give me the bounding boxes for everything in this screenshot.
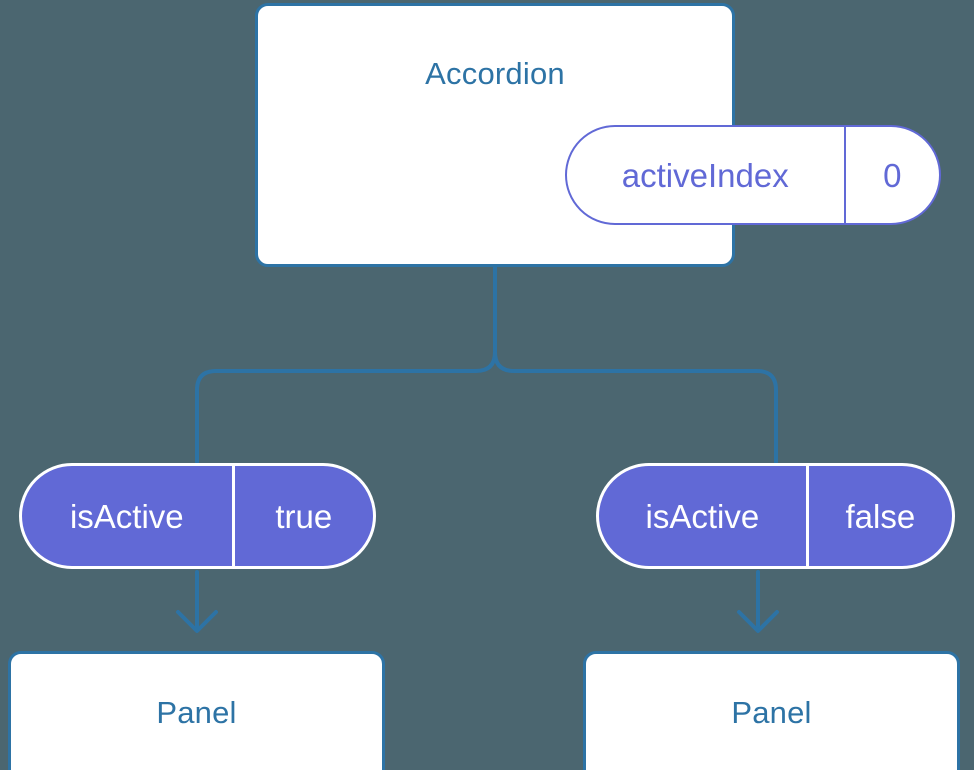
accordion-component-title: Accordion (425, 56, 565, 91)
state-pill-is-active-right-value: false (805, 466, 952, 566)
connector-branch-right (493, 350, 778, 464)
state-pill-active-index[interactable]: activeIndex 0 (565, 125, 941, 225)
accordion-component-card[interactable]: Accordion activeIndex 0 (255, 3, 941, 267)
state-pill-is-active-right[interactable]: isActive false (596, 463, 955, 569)
state-pill-is-active-left-key: isActive (69, 497, 184, 535)
panel-component-card-left[interactable]: Panel (8, 651, 385, 770)
panel-component-title-left: Panel (156, 695, 237, 730)
state-pill-active-index-value: 0 (843, 127, 939, 223)
panel-component-card-right[interactable]: Panel (583, 651, 960, 770)
panel-component-title-right: Panel (731, 695, 812, 730)
state-pill-is-active-right-key: isActive (645, 497, 760, 535)
state-pill-is-active-left[interactable]: isActive true (19, 463, 376, 569)
state-pill-active-index-key: activeIndex (621, 156, 789, 194)
state-pill-is-active-left-value: true (231, 466, 373, 566)
arrow-right-to-panel (737, 570, 779, 633)
connector-trunk (195, 264, 497, 464)
arrow-left-to-panel (176, 570, 218, 633)
